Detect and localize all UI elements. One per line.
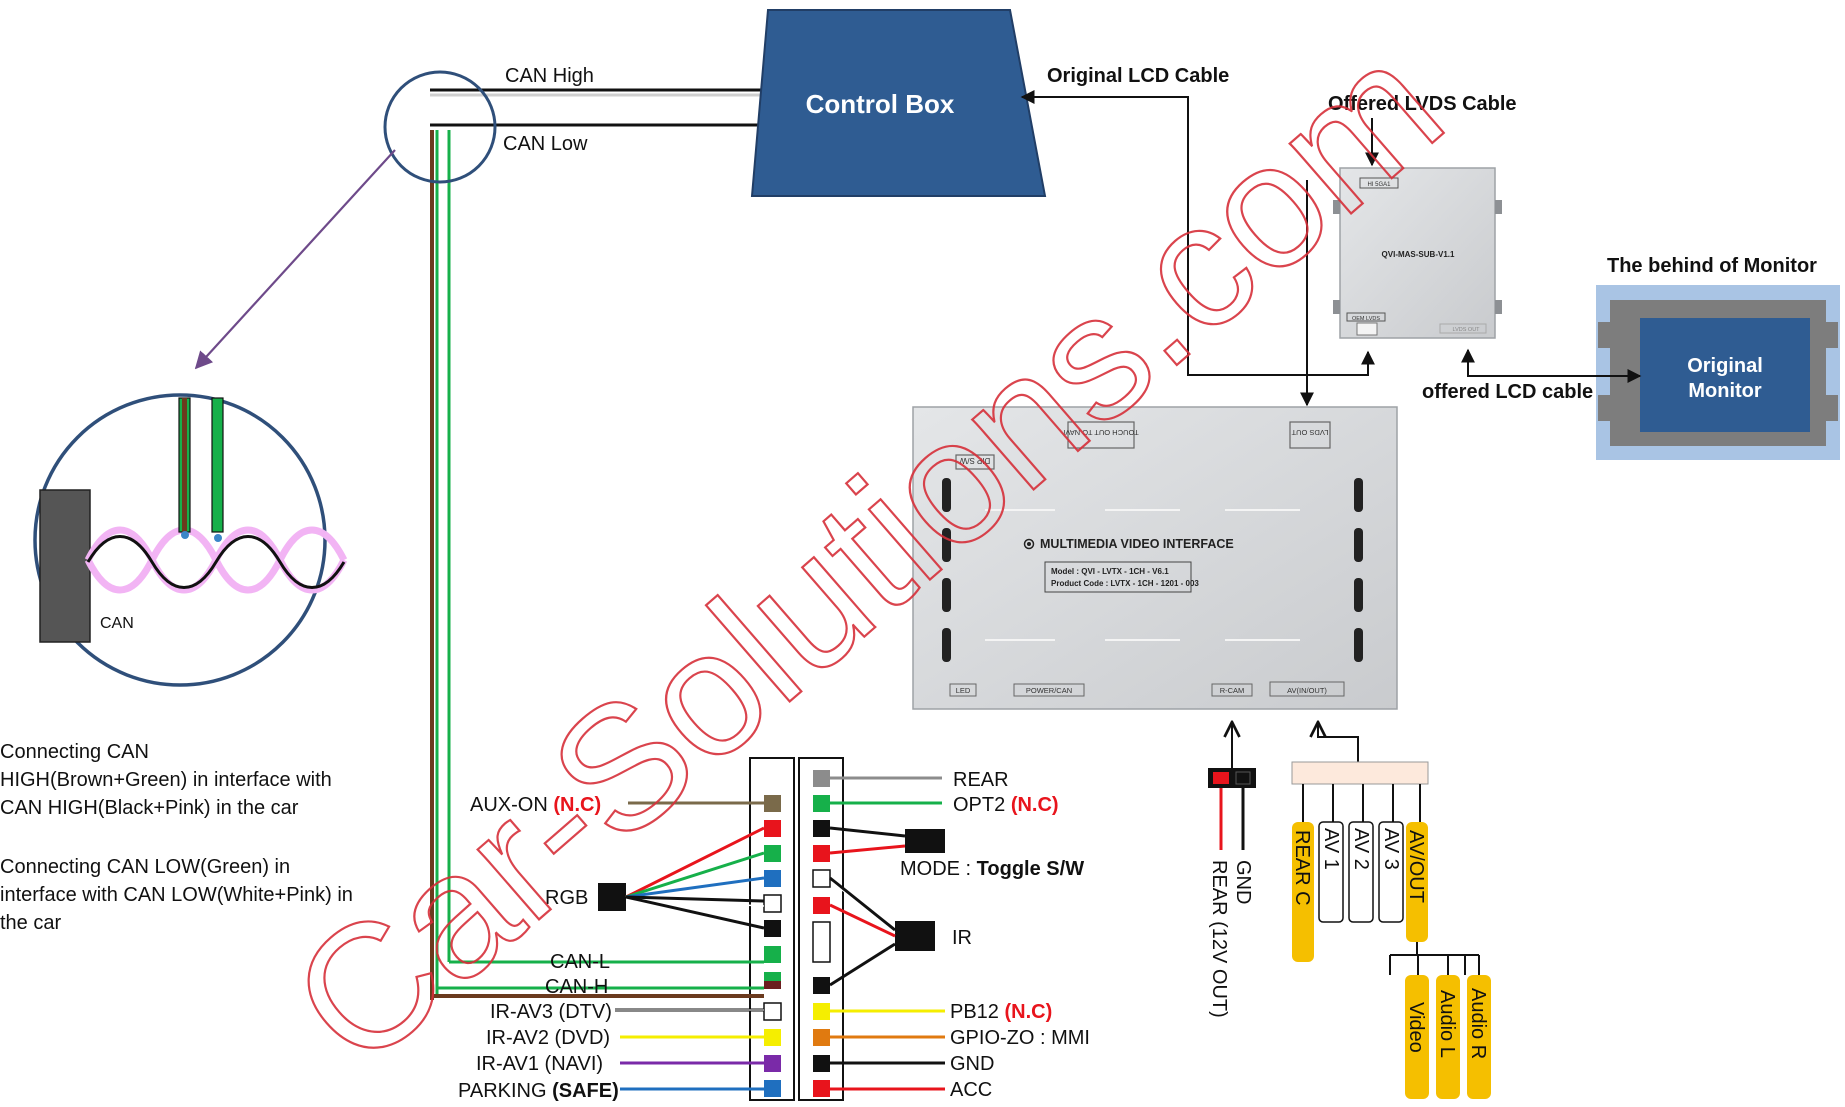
port-dip-sw: DIP S/W <box>959 456 990 465</box>
right-wires: REAR OPT2 (N.C) MODE : Toggle S/W IR PB1… <box>829 769 1090 1101</box>
sub-box-tag: HI 5GA1 <box>1367 182 1391 188</box>
ir-av2-label: IR-AV2 (DVD) <box>486 1027 610 1049</box>
can-h-label: CAN-H <box>545 976 608 998</box>
pb12-label: PB12 (N.C) <box>950 1001 1052 1023</box>
left-pins <box>763 795 782 1097</box>
rcam-rear-label: REAR (12V OUT) <box>1208 860 1230 1018</box>
opt2-label: OPT2 (N.C) <box>953 794 1059 816</box>
main-box-code: Product Code : LVTX - 1CH - 1201 - 003 <box>1051 579 1199 588</box>
mode-label: MODE : Toggle S/W <box>900 858 1084 880</box>
can-high-label: CAN High <box>505 65 594 87</box>
harness-connector <box>749 757 844 1101</box>
audio-r-label: Audio R <box>1467 988 1489 1059</box>
can-l-label: CAN-L <box>550 951 610 973</box>
main-box-model: Model : QVI - LVTX - 1CH - V6.1 <box>1051 567 1169 576</box>
av-connector: REAR C AV 1 AV 2 AV 3 AV/OUT Video Audio… <box>1291 722 1491 1099</box>
gpio-label: GPIO-ZO : MMI <box>950 1027 1090 1049</box>
can-junction-circle <box>383 70 497 184</box>
av3-label: AV 3 <box>1380 828 1402 870</box>
sub-box-port-out: LVDS OUT <box>1452 327 1480 333</box>
port-av-in-out: AV(IN/OUT) <box>1287 686 1327 695</box>
ir-label: IR <box>952 927 972 949</box>
left-wires: AUX-ON (N.C) RGB CAN-L CAN-H IR-AV3 (DTV… <box>432 794 765 1102</box>
port-touch-out: TOUCH OUT TO NAVI <box>1063 428 1139 437</box>
control-box-label: Control Box <box>806 89 955 119</box>
cables-top-right: Original LCD Cable Offered LVDS Cable <box>1020 65 1517 407</box>
ir-av1-label: IR-AV1 (NAVI) <box>476 1053 603 1075</box>
can-low-label: CAN Low <box>503 133 588 155</box>
av-out-label: AV/OUT <box>1405 830 1427 903</box>
can-lines: CAN High CAN Low <box>194 65 770 1000</box>
rcam-gnd-label: GND <box>1232 860 1254 904</box>
main-box-title: MULTIMEDIA VIDEO INTERFACE <box>1040 537 1234 551</box>
control-box: Control Box <box>750 9 1047 197</box>
av2-label: AV 2 <box>1350 828 1372 870</box>
ir-av3-label: IR-AV3 (DTV) <box>490 1001 612 1023</box>
offered-lvds-cable-label: Offered LVDS Cable <box>1328 93 1517 115</box>
port-power-can: POWER/CAN <box>1026 686 1072 695</box>
behind-monitor-label: The behind of Monitor <box>1607 255 1817 277</box>
gnd-label: GND <box>950 1053 994 1075</box>
monitor-label-line1: Original <box>1687 355 1763 377</box>
audio-l-label: Audio L <box>1436 990 1458 1058</box>
offered-lcd-cable-label: offered LCD cable <box>1422 381 1593 403</box>
original-monitor: The behind of Monitor Original Monitor o… <box>1422 255 1840 460</box>
sub-box: HI 5GA1 QVI-MAS-SUB-V1.1 OEM LVDS LVDS O… <box>1333 167 1502 339</box>
acc-label: ACC <box>950 1079 992 1101</box>
rgb-label: RGB <box>545 887 588 909</box>
note-can-high: Connecting CAN HIGH(Brown+Green) in inte… <box>0 741 332 819</box>
port-r-cam: R-CAM <box>1220 686 1245 695</box>
main-interface-box: DIP S/W TOUCH OUT TO NAVI LVDS OUT MULTI… <box>912 406 1398 710</box>
original-lcd-cable-label: Original LCD Cable <box>1047 65 1229 87</box>
can-zoom-label: CAN <box>100 615 134 632</box>
av1-label: AV 1 <box>1320 828 1342 870</box>
parking-label: PARKING (SAFE) <box>458 1080 619 1102</box>
video-label: Video <box>1405 1002 1427 1053</box>
port-led: LED <box>956 686 971 695</box>
rear-c-label: REAR C <box>1291 830 1313 906</box>
note-can-low: Connecting CAN LOW(Green) in interface w… <box>0 856 353 934</box>
sub-box-model: QVI-MAS-SUB-V1.1 <box>1382 250 1455 259</box>
aux-on-label: AUX-ON (N.C) <box>470 794 601 816</box>
can-zoom-detail: CAN <box>33 393 348 687</box>
port-lvds-out: LVDS OUT <box>1291 428 1328 437</box>
rcam-connector: GND REAR (12V OUT) <box>1208 722 1256 1018</box>
rear-label: REAR <box>953 769 1009 791</box>
monitor-label-line2: Monitor <box>1688 380 1762 402</box>
sub-box-port-oem: OEM LVDS <box>1352 316 1380 322</box>
